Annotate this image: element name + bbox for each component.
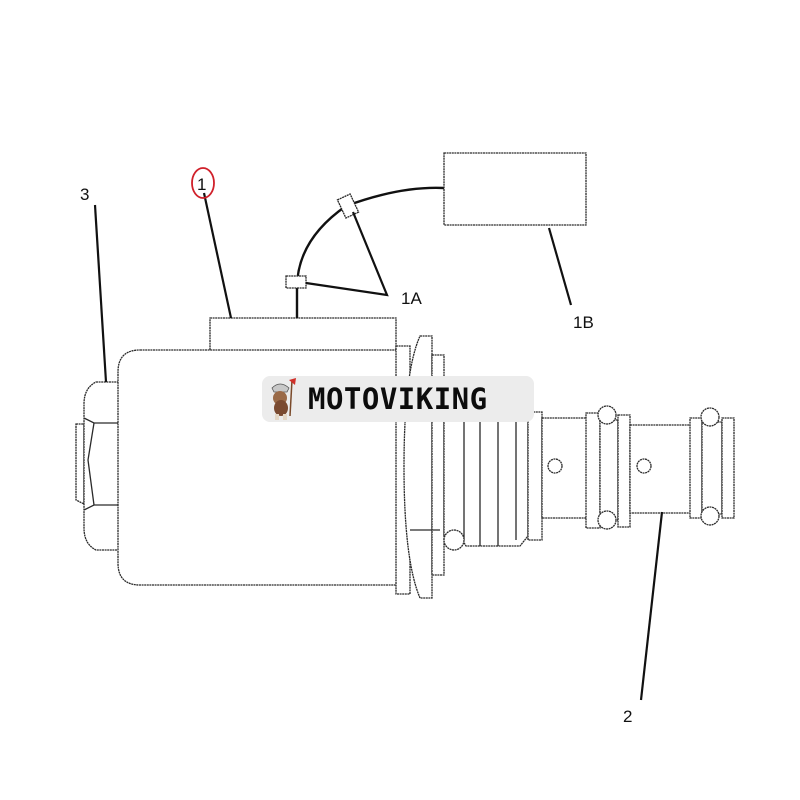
label-part-1B: 1B (573, 313, 594, 332)
control-module (443, 152, 587, 226)
threaded-section (443, 399, 543, 551)
leader-1 (202, 192, 233, 319)
watermark-banner: MOTOVIKING (262, 376, 534, 422)
viking-mascot-icon (262, 376, 306, 422)
label-part-2: 2 (623, 707, 632, 726)
watermark-brand-text: MOTOVIKING (308, 382, 488, 416)
label-part-1A: 1A (401, 289, 422, 308)
solenoid-coil-body (117, 317, 401, 586)
leader-1B (547, 227, 573, 306)
leader-1A (305, 211, 389, 297)
leader-2 (639, 511, 664, 701)
label-part-1: 1 (197, 175, 206, 194)
valve-spool (541, 405, 735, 530)
hex-nut (75, 381, 121, 551)
highlight-circle (191, 167, 215, 199)
label-part-3: 3 (80, 185, 89, 204)
leader-3 (93, 204, 108, 383)
